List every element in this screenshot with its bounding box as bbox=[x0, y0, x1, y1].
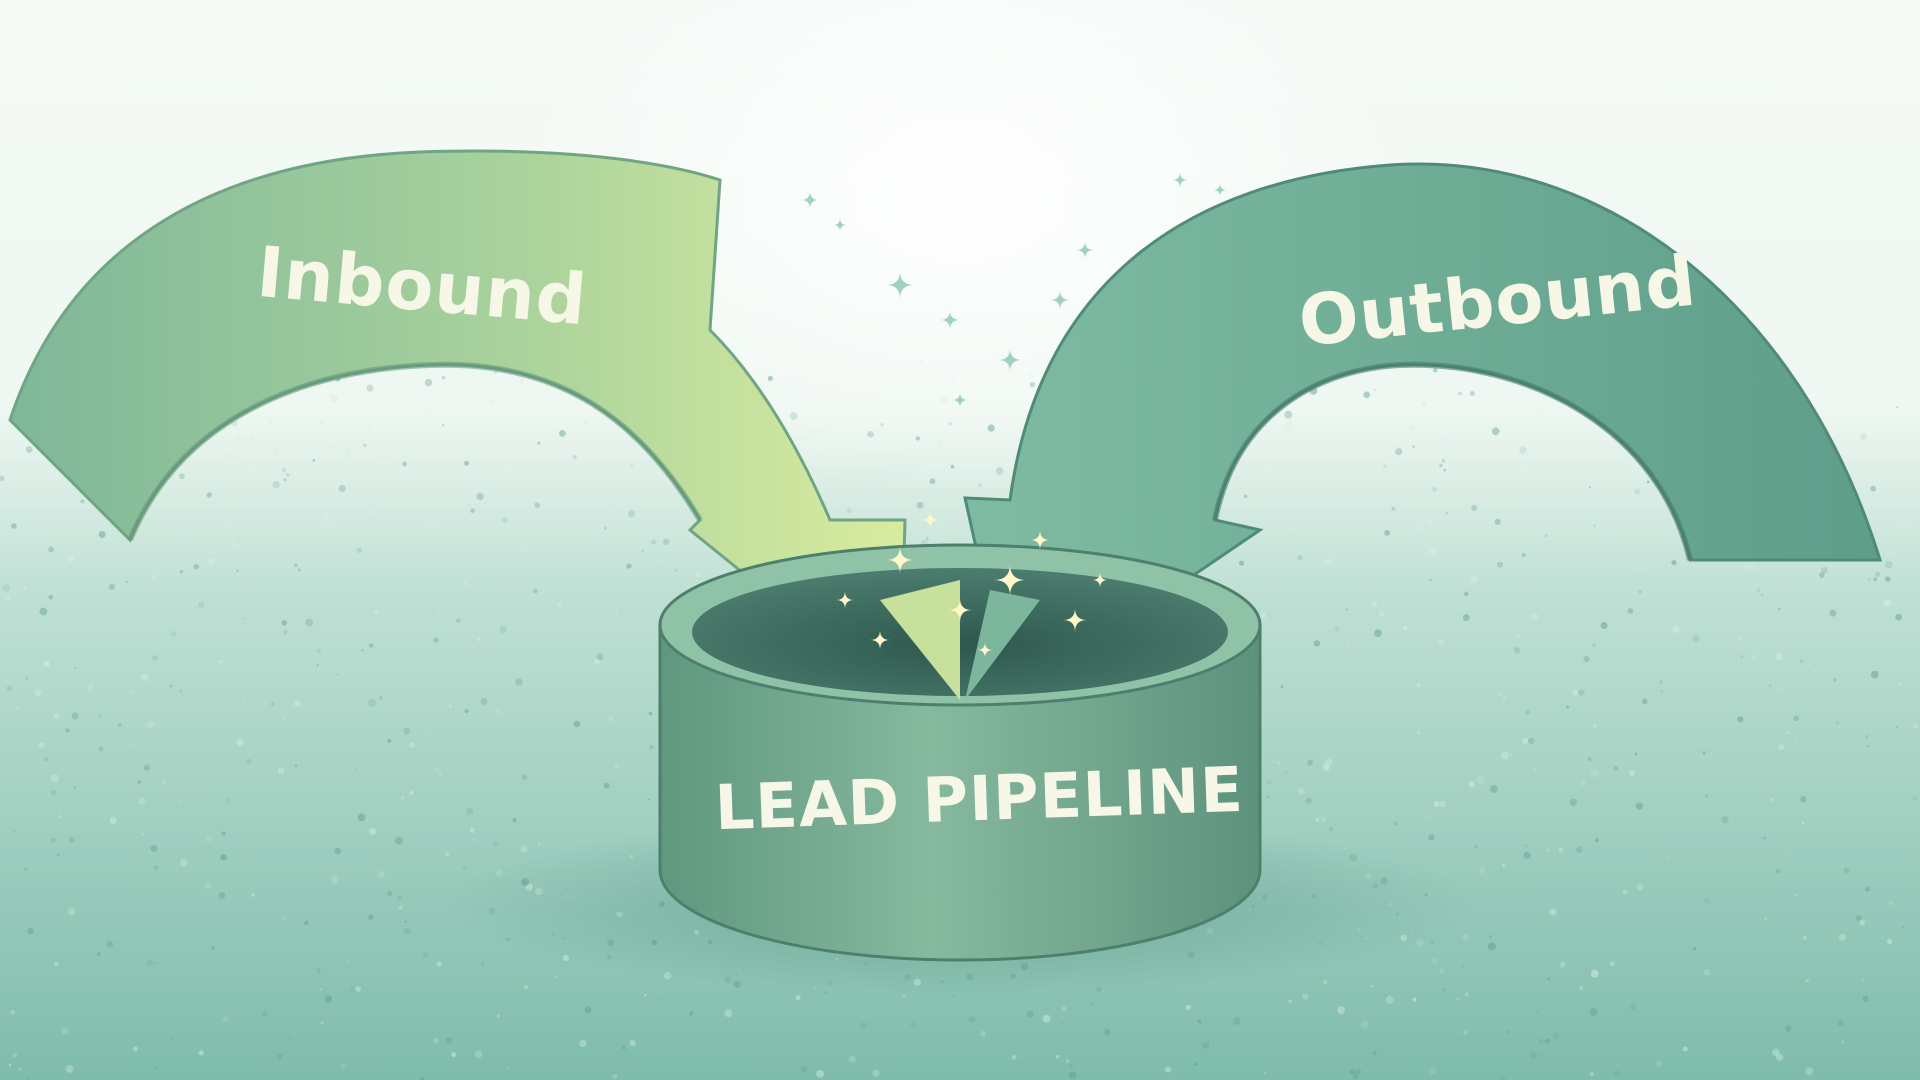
sparkle-icon bbox=[1030, 530, 1050, 550]
sparkle-icon bbox=[977, 642, 993, 658]
plus-sparkle-icon bbox=[801, 191, 819, 209]
sparkle-icon bbox=[836, 591, 854, 609]
sparkles bbox=[801, 172, 1227, 658]
plus-sparkle-icon bbox=[1172, 172, 1188, 188]
plus-sparkle-icon bbox=[833, 218, 847, 232]
plus-sparkle-icon bbox=[1076, 241, 1094, 259]
plus-sparkle-icon bbox=[1050, 290, 1070, 310]
plus-sparkle-icon bbox=[886, 271, 914, 299]
lead-pipeline-container bbox=[658, 543, 1262, 962]
sparkle-icon bbox=[870, 630, 890, 650]
plus-sparkle-icon bbox=[940, 310, 960, 330]
inbound-arrow bbox=[8, 149, 907, 704]
sparkle-icon bbox=[1092, 572, 1108, 588]
sparkle-icon bbox=[886, 546, 914, 574]
sparkle-icon bbox=[921, 511, 939, 529]
sparkle-icon bbox=[1063, 608, 1087, 632]
sparkle-icon bbox=[994, 564, 1026, 596]
sparkle-icon bbox=[948, 598, 972, 622]
outbound-arrow bbox=[963, 162, 1883, 703]
plus-sparkle-icon bbox=[952, 392, 968, 408]
plus-sparkle-icon bbox=[998, 348, 1022, 372]
plus-sparkle-icon bbox=[1213, 183, 1227, 197]
